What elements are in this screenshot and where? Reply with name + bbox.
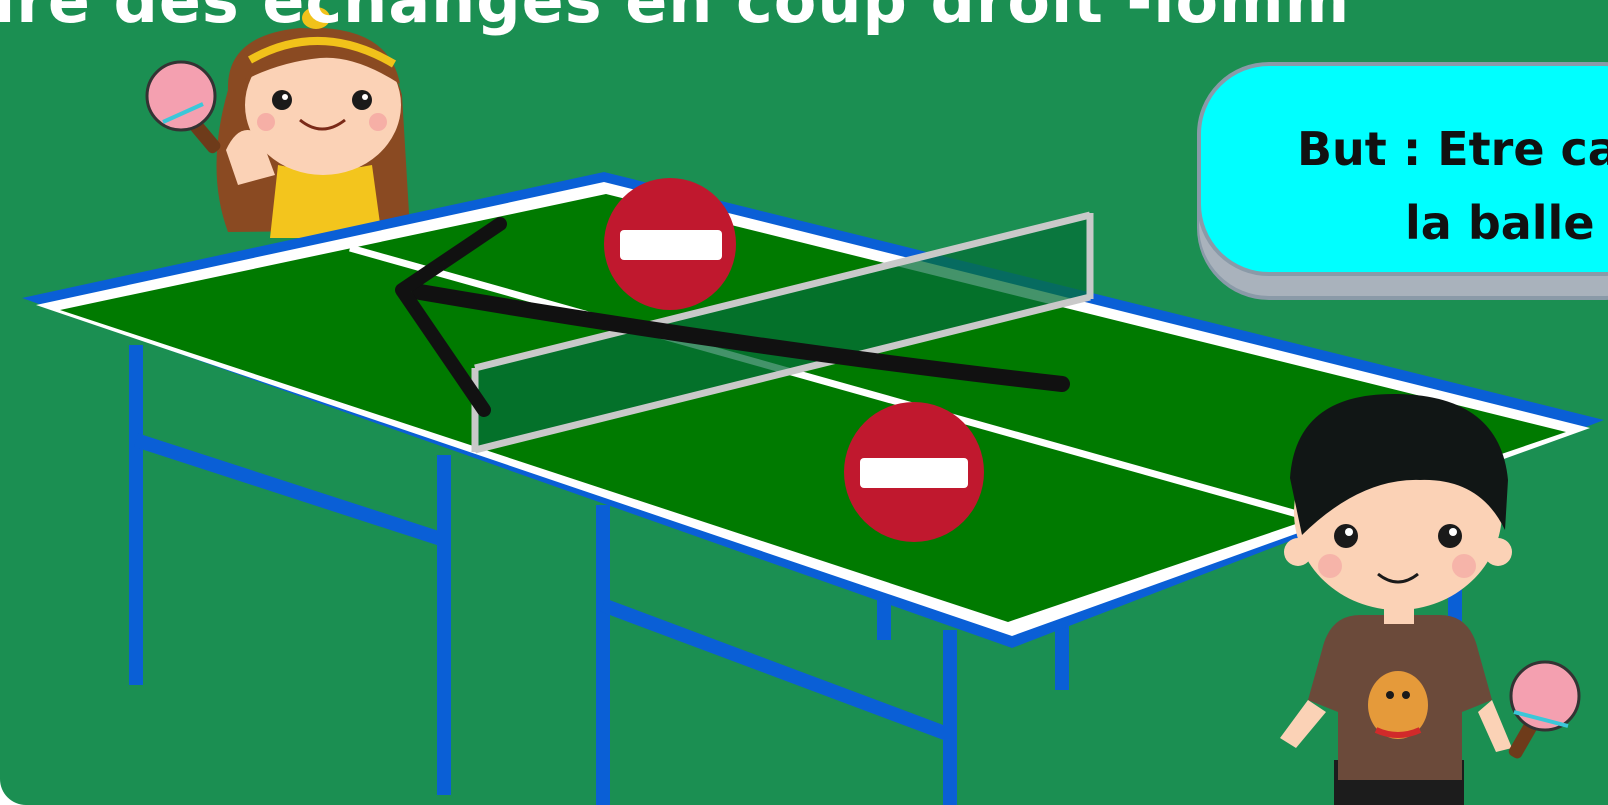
girl-player-icon (217, 7, 411, 238)
no-entry-icon (604, 178, 736, 310)
goal-text: But : Etre ca la balle (1297, 112, 1608, 260)
goal-callout: But : Etre ca la balle (1197, 62, 1608, 276)
boy-player-icon (1280, 394, 1512, 805)
no-entry-icon (844, 402, 984, 542)
goal-line-1: But : Etre ca (1297, 112, 1608, 186)
slide-title: ire des échanges en coup droit -lomm (0, 0, 1350, 37)
goal-line-2: la balle (1297, 186, 1608, 260)
paddle-icon (1507, 662, 1579, 760)
paddle-icon (147, 62, 223, 155)
